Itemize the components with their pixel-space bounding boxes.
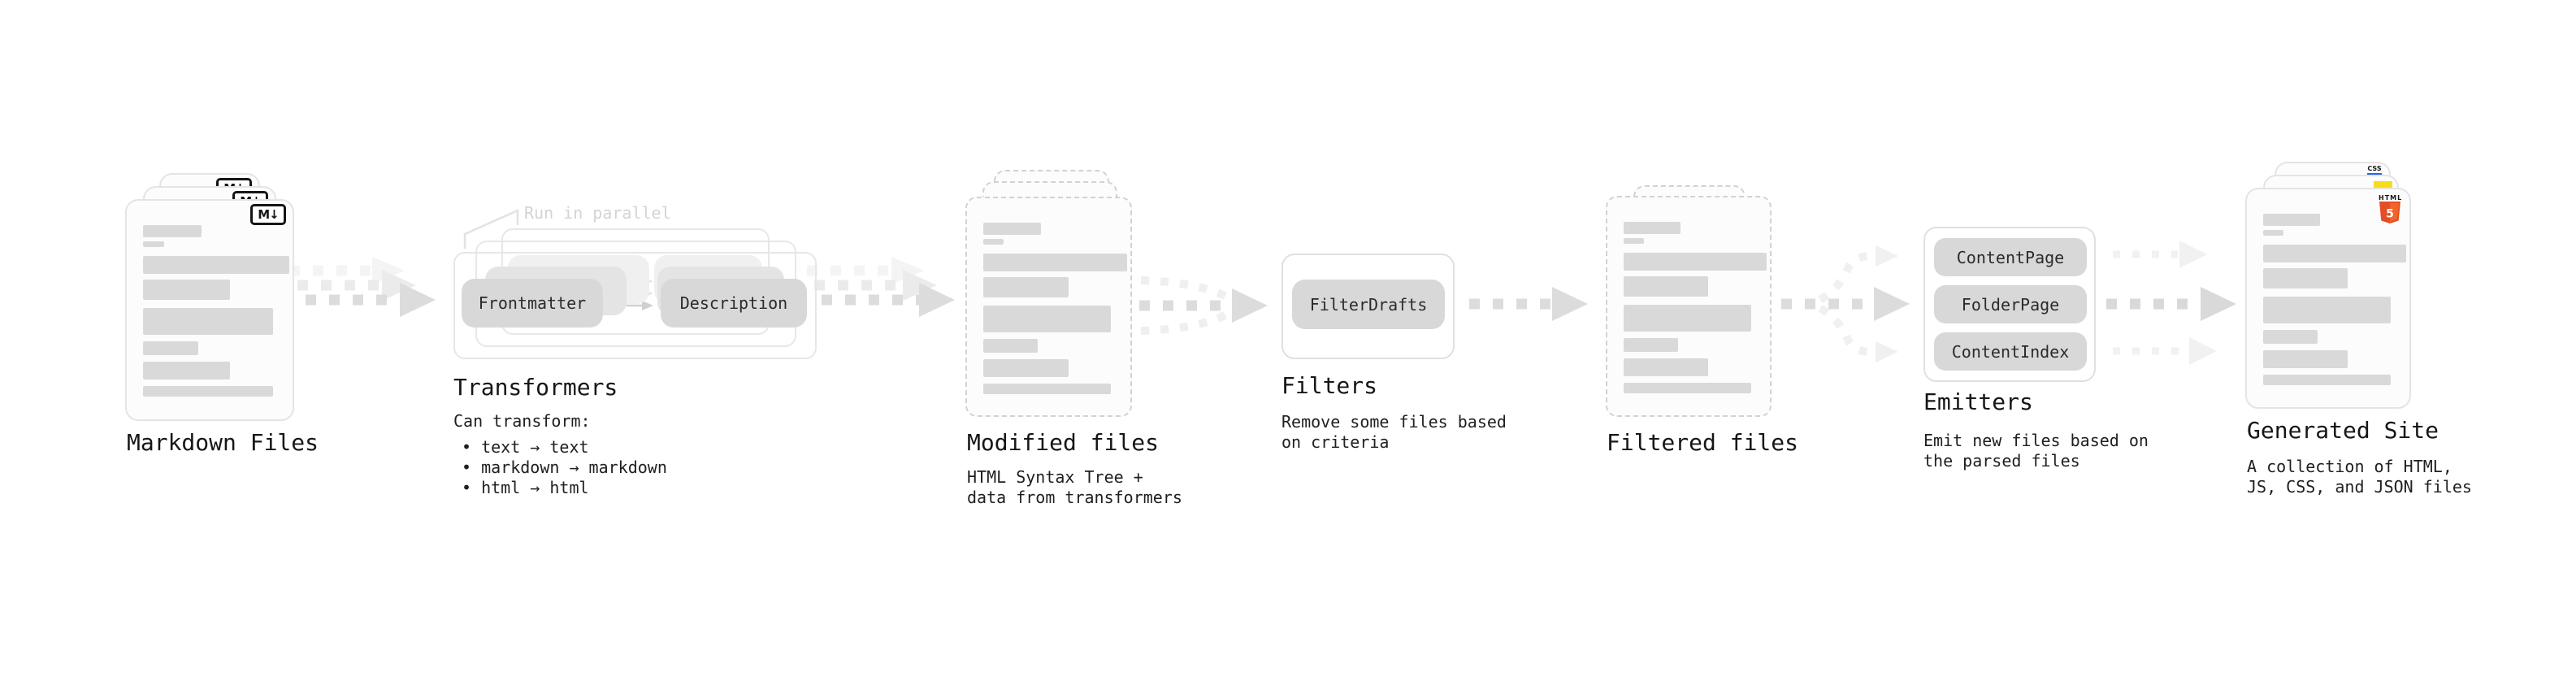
modified-file-card bbox=[965, 197, 1132, 417]
arrow-filters-to-filtered bbox=[1469, 287, 1588, 321]
transform-bullet: • markdown → markdown bbox=[462, 458, 667, 477]
doc-text-line bbox=[143, 386, 274, 397]
filtered-file-card bbox=[1606, 196, 1772, 417]
doc-text-line bbox=[2263, 214, 2321, 226]
doc-text-line bbox=[2263, 230, 2284, 236]
arrow-modified-to-filters bbox=[1139, 276, 1268, 335]
doc-text-line bbox=[1624, 338, 1678, 352]
doc-text-line bbox=[983, 277, 1069, 297]
css-icon: CSS bbox=[2367, 166, 2382, 176]
javascript-icon bbox=[2374, 181, 2392, 189]
markdown-files-label: Markdown Files bbox=[127, 429, 319, 456]
filtered-files-label: Filtered files bbox=[1607, 429, 1799, 456]
generated-site-label: Generated Site bbox=[2247, 417, 2439, 444]
doc-text-line bbox=[1624, 238, 1645, 244]
doc-text-line bbox=[983, 384, 1112, 394]
modified-files-label: Modified files bbox=[967, 429, 1160, 456]
doc-text-line bbox=[1624, 358, 1709, 376]
doc-text-line bbox=[983, 223, 1041, 235]
html5-icon: HTML 5 bbox=[2379, 194, 2401, 223]
arrow-markdown-to-transformers bbox=[289, 257, 436, 317]
arrow-transformers-to-modified bbox=[807, 257, 955, 317]
transformers-label: Transformers bbox=[453, 374, 618, 401]
generated-html-card: HTML 5 bbox=[2245, 188, 2411, 409]
doc-text-line bbox=[2263, 268, 2348, 288]
doc-text-line bbox=[143, 341, 199, 355]
html5-shield: 5 bbox=[2379, 202, 2400, 223]
doc-text-line bbox=[1624, 222, 1681, 234]
arrow-emitters-to-generated bbox=[2106, 241, 2236, 365]
doc-text-line bbox=[983, 239, 1004, 245]
doc-text-line bbox=[1624, 276, 1709, 297]
doc-text-line bbox=[983, 254, 1128, 271]
filter-drafts-pill[interactable]: FilterDrafts bbox=[1292, 280, 1445, 329]
doc-text-line bbox=[2263, 245, 2407, 262]
arrow-filtered-to-emitters bbox=[1781, 245, 1910, 362]
transformer-layer-box-front bbox=[453, 252, 817, 359]
filters-desc: Remove some files based on criteria bbox=[1281, 412, 1507, 452]
doc-text-line bbox=[1624, 305, 1751, 332]
filters-label: Filters bbox=[1281, 372, 1378, 399]
markdown-icon: M↓ bbox=[250, 204, 286, 225]
content-index-pill[interactable]: ContentIndex bbox=[1934, 332, 2087, 371]
markdown-file-card: M↓ bbox=[125, 199, 294, 421]
generated-site-desc: A collection of HTML, JS, CSS, and JSON … bbox=[2247, 457, 2472, 497]
doc-text-line bbox=[2263, 330, 2318, 344]
content-page-pill[interactable]: ContentPage bbox=[1934, 238, 2087, 276]
doc-text-line bbox=[1624, 383, 1751, 393]
html5-icon-label: HTML bbox=[2379, 194, 2403, 202]
doc-text-line bbox=[983, 339, 1038, 353]
transformers-bullet-list: • text → text • markdown → markdown • ht… bbox=[453, 437, 667, 498]
doc-text-line bbox=[143, 225, 202, 237]
frontmatter-pill[interactable]: Frontmatter bbox=[462, 279, 603, 327]
doc-text-line bbox=[143, 241, 164, 247]
doc-text-line bbox=[2263, 297, 2391, 323]
transform-bullet: • html → html bbox=[462, 478, 589, 497]
doc-text-line bbox=[2263, 350, 2348, 368]
doc-text-line bbox=[2263, 375, 2391, 385]
doc-text-line bbox=[143, 256, 290, 274]
description-pill[interactable]: Description bbox=[661, 279, 807, 327]
css-icon-underline bbox=[2367, 173, 2382, 176]
doc-text-line bbox=[143, 362, 230, 380]
doc-text-line bbox=[143, 280, 230, 300]
svg-text:5: 5 bbox=[2386, 208, 2394, 221]
doc-text-line bbox=[1624, 253, 1767, 271]
css-icon-label: CSS bbox=[2367, 165, 2382, 172]
modified-files-desc: HTML Syntax Tree + data from transformer… bbox=[967, 467, 1182, 507]
run-in-parallel-annotation: Run in parallel bbox=[524, 203, 671, 223]
transformers-desc-title: Can transform: bbox=[453, 411, 591, 431]
transform-bullet: • text → text bbox=[462, 437, 589, 457]
folder-page-pill[interactable]: FolderPage bbox=[1934, 285, 2087, 323]
doc-text-line bbox=[983, 359, 1069, 377]
doc-text-line bbox=[143, 308, 274, 335]
doc-text-line bbox=[983, 306, 1112, 332]
emitters-label: Emitters bbox=[1923, 388, 2033, 415]
emitters-desc: Emit new files based on the parsed files bbox=[1923, 431, 2149, 471]
